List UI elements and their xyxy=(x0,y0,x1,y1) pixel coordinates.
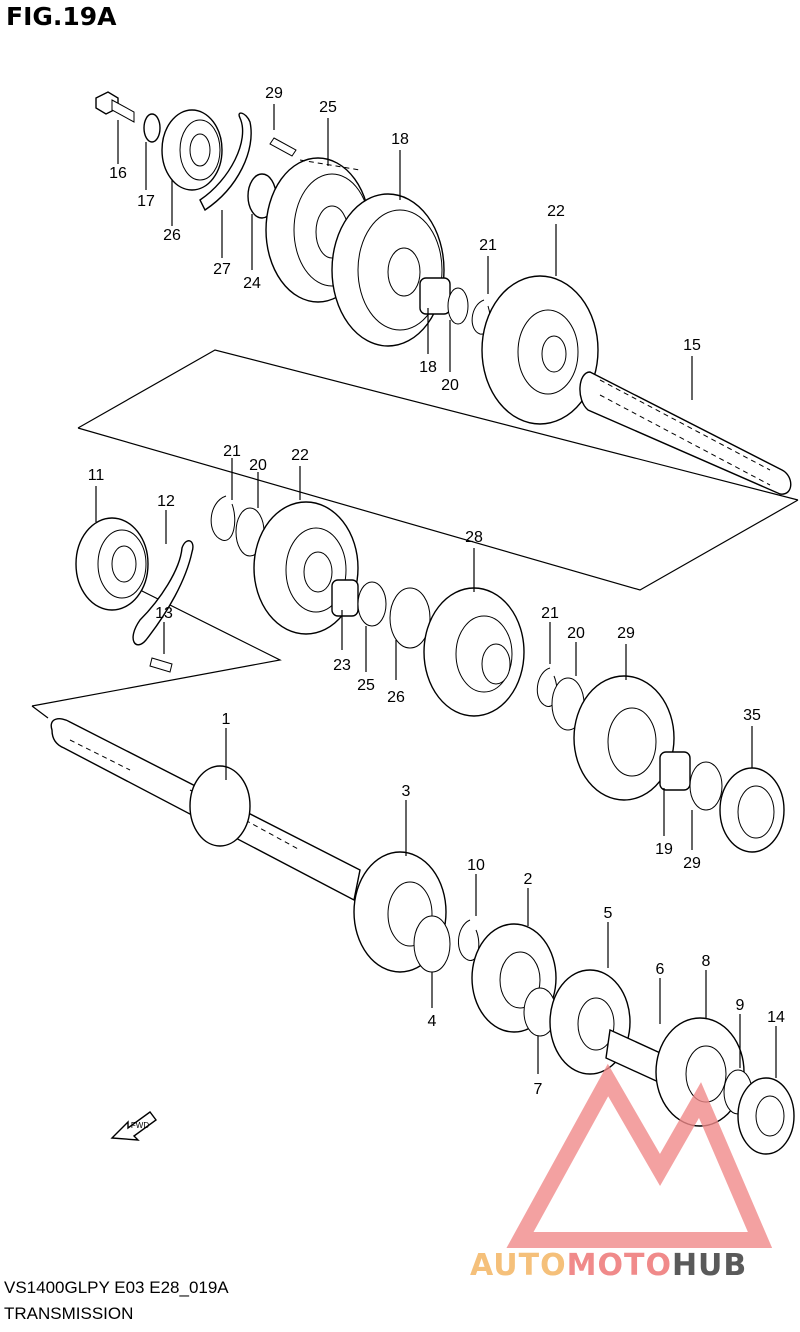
callout-20-mid-b: 20 xyxy=(567,625,585,642)
callout-19-mid: 19 xyxy=(655,841,673,858)
callout-11: 11 xyxy=(88,467,105,484)
callout-12: 12 xyxy=(157,493,175,510)
callout-15: 15 xyxy=(683,337,701,354)
watermark-moto: MOTO xyxy=(566,1248,672,1283)
washer-20-upper xyxy=(447,287,469,325)
gear-28 xyxy=(573,675,675,801)
bolt-16 xyxy=(95,91,135,123)
callout-23: 23 xyxy=(333,657,351,674)
callout-28: 29 xyxy=(617,625,635,642)
callout-26: 26 xyxy=(387,689,405,706)
callout-16: 16 xyxy=(109,165,127,182)
washer-17 xyxy=(143,113,161,143)
washer-29 xyxy=(689,761,723,811)
mainshaft-1 xyxy=(50,718,361,902)
callout-4: 4 xyxy=(428,1013,437,1030)
callout-labels: 29 25 18 16 17 26 27 24 22 21 18 20 15 2… xyxy=(88,85,785,1098)
gear-8 xyxy=(655,1017,745,1127)
callout-25: 25 xyxy=(357,677,375,694)
washer-25 xyxy=(357,581,387,627)
callout-21-mid-a: 21 xyxy=(223,443,241,460)
callout-18: 18 xyxy=(391,131,409,148)
gear-24 xyxy=(481,275,599,425)
circlip-21-mid-a xyxy=(210,495,236,541)
callout-35: 35 xyxy=(743,707,761,724)
callout-17: 17 xyxy=(137,193,155,210)
callout-8: 8 xyxy=(702,953,711,970)
callout-19-upper: 18 xyxy=(419,359,437,376)
callout-5: 5 xyxy=(604,905,613,922)
watermark-triangle-icon xyxy=(506,1063,773,1248)
callout-29: 29 xyxy=(683,855,701,872)
retainer-12 xyxy=(132,540,194,646)
circlip-10 xyxy=(458,919,480,961)
callout-9: 9 xyxy=(736,997,745,1014)
watermark-auto: AUTO xyxy=(470,1248,567,1283)
screw-13 xyxy=(149,657,173,673)
callout-34: 29 xyxy=(265,85,283,102)
bushing-19-upper xyxy=(419,277,451,315)
callout-13: 13 xyxy=(155,605,173,622)
callout-31: 25 xyxy=(319,99,337,116)
bearing-35 xyxy=(719,767,785,853)
callout-21-mid-b: 21 xyxy=(541,605,559,622)
watermark-logo-text: AUTOMOTOHUB xyxy=(470,1248,747,1283)
callout-27: 28 xyxy=(465,529,483,546)
callout-20-mid-a: 20 xyxy=(249,457,267,474)
callout-30: 24 xyxy=(243,275,261,292)
callout-33: 27 xyxy=(213,261,231,278)
callout-14: 14 xyxy=(767,1009,785,1026)
callout-7: 7 xyxy=(534,1081,543,1098)
watermark-hub: HUB xyxy=(671,1248,748,1283)
callout-2: 2 xyxy=(524,871,533,888)
gear-27 xyxy=(423,587,525,717)
retainer-33 xyxy=(199,112,252,212)
fwd-arrow-icon: FWD xyxy=(110,1111,157,1141)
bearing-14 xyxy=(737,1077,795,1155)
countershaft-15 xyxy=(579,371,792,495)
fwd-label: FWD xyxy=(131,1121,149,1130)
diagram-name: TRANSMISSION xyxy=(4,1304,134,1323)
bushing-19-mid xyxy=(659,751,691,791)
callout-32: 26 xyxy=(163,227,181,244)
callout-10: 10 xyxy=(467,857,485,874)
washer-4 xyxy=(413,915,451,973)
callout-3: 3 xyxy=(402,783,411,800)
callout-22: 22 xyxy=(291,447,309,464)
lock-washer-26 xyxy=(389,587,431,649)
callout-6: 6 xyxy=(656,961,665,978)
screw-34 xyxy=(269,137,297,157)
callout-24: 22 xyxy=(547,203,565,220)
diagram-code: VS1400GLPY E03 E28_019A xyxy=(4,1278,229,1297)
callout-1: 1 xyxy=(222,711,231,728)
bearing-32 xyxy=(161,109,223,191)
bearing-11 xyxy=(75,517,149,611)
gear-18 xyxy=(331,193,445,347)
figure-title: FIG.19A xyxy=(6,2,117,31)
callout-20-upper: 20 xyxy=(441,377,459,394)
callout-21-upper: 21 xyxy=(479,237,497,254)
bushing-23 xyxy=(331,579,359,617)
assembly-frame-lines xyxy=(31,349,799,719)
